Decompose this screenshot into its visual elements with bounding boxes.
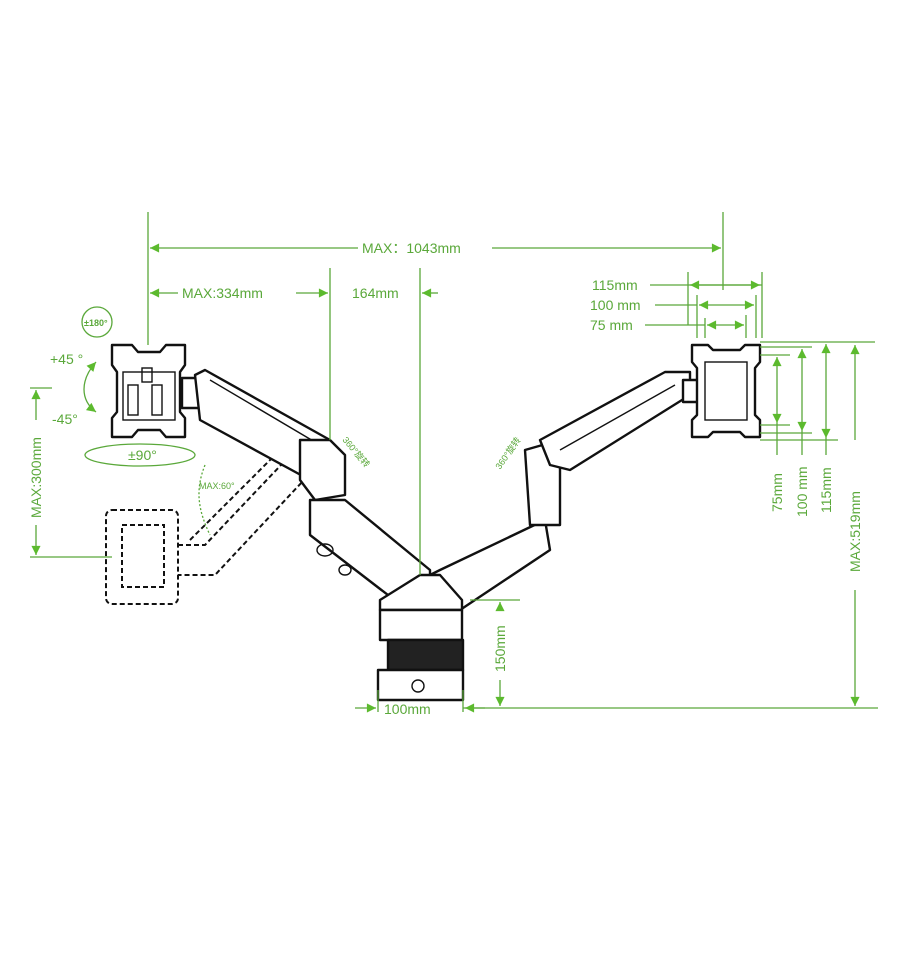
vesa-h-115-label: 115mm [592,277,638,293]
right-arm [418,370,725,614]
dimension-lines [30,212,878,713]
arm-tilt-label: MAX:60° [199,481,235,491]
max-reach-label: MAX：1043mm [362,240,461,256]
tilt-down-label: -45° [52,411,78,427]
left-arm [180,368,432,614]
tilt-up-label: +45 ° [50,351,83,367]
max-height-label: MAX:519mm [847,491,863,572]
clamp-width-label: 100mm [384,701,431,717]
desk-clamp [376,573,465,702]
max-arm-label: MAX:334mm [182,285,263,301]
vesa-h-75-label: 75 mm [590,317,633,333]
pole-offset-label: 164mm [352,285,399,301]
left-monitor-plate [110,343,187,439]
max-drop-label: MAX:300mm [28,437,44,518]
right-joint-rotation-label: 360°旋转 [493,435,523,471]
vesa-v-100-label: 100 mm [794,466,810,517]
vesa-h-100-label: 100 mm [590,297,641,313]
rotate-label: ±180° [84,318,108,328]
swivel-label: ±90° [128,447,157,463]
right-monitor-plate [690,343,762,439]
vesa-v-75-label: 75mm [769,473,785,512]
vesa-v-115-label: 115mm [818,467,834,513]
clamp-height-label: 150mm [492,625,508,672]
